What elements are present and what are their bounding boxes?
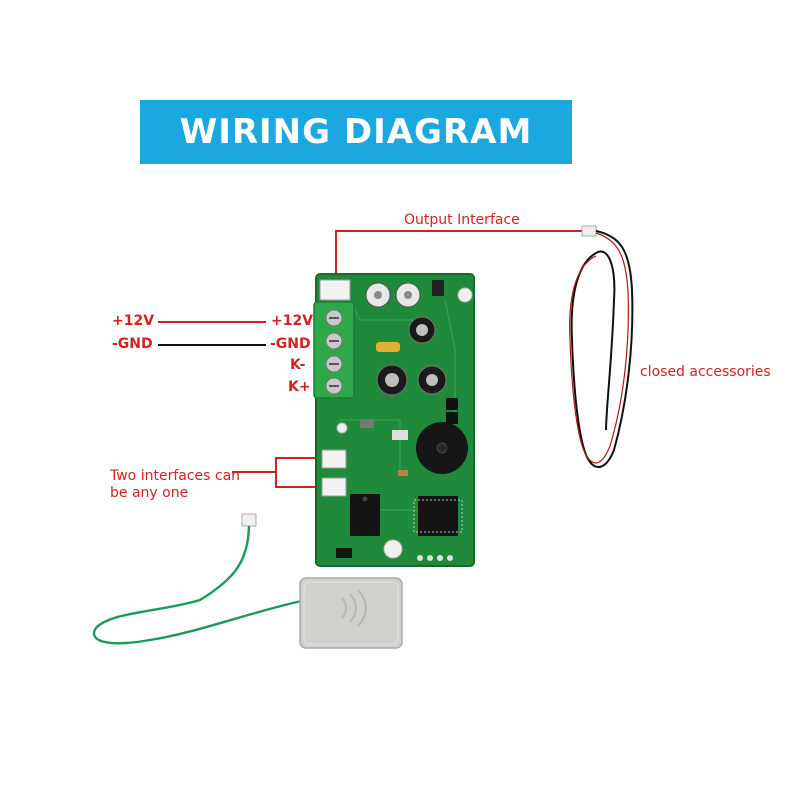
left-gnd-label: -GND: [112, 336, 153, 352]
closed-accessories-cable: [569, 225, 634, 468]
smd-component: [336, 548, 352, 558]
buzzer: [416, 422, 468, 474]
microcontroller-chip: [413, 496, 463, 536]
bottom-pads: [417, 555, 453, 561]
output-connector: [319, 279, 351, 301]
output-interface-label: Output Interface: [404, 212, 520, 228]
capacitor: [408, 316, 436, 344]
terminal-screw: [325, 355, 343, 373]
rfid-wave-icon: [341, 589, 367, 627]
screw-terminal-block: [313, 301, 355, 399]
capacitor: [376, 364, 408, 396]
header-pins: [446, 398, 458, 424]
mounting-hole: [457, 287, 473, 303]
terminal-screw: [325, 377, 343, 395]
terminal-k-plus-label: K+: [288, 379, 311, 395]
capacitor: [417, 365, 447, 395]
dip-chip: [350, 494, 380, 536]
closed-accessories-label: closed accessories: [640, 364, 771, 380]
title-banner: WIRING DIAGRAM: [140, 100, 572, 164]
diagram-title: WIRING DIAGRAM: [179, 112, 533, 152]
mounting-hole: [383, 539, 403, 559]
yellow-component: [376, 342, 400, 352]
mounting-hole: [336, 422, 348, 434]
two-interfaces-label-line1: Two interfaces can: [110, 468, 241, 484]
capacitor: [365, 282, 391, 308]
terminal-k-minus-label: K-: [290, 357, 306, 373]
output-interface-leader: [335, 230, 586, 282]
transistor: [432, 280, 444, 296]
left-12v-label: +12V: [112, 313, 155, 329]
terminal-screw: [325, 309, 343, 327]
terminal-gnd-label: -GND: [270, 336, 311, 352]
pcb-board: [315, 273, 475, 567]
rfid-reader-module: [299, 577, 403, 649]
interface-connector-2: [321, 477, 347, 497]
smd-component: [360, 420, 374, 428]
smd-component: [392, 430, 408, 440]
smd-component: [398, 470, 408, 476]
terminal-12v-label: +12V: [271, 313, 314, 329]
two-interfaces-label-line2: be any one: [110, 485, 189, 501]
interface-connector-1: [321, 449, 347, 469]
reader-cable: [93, 513, 307, 645]
capacitor: [395, 282, 421, 308]
terminal-screw: [325, 332, 343, 350]
